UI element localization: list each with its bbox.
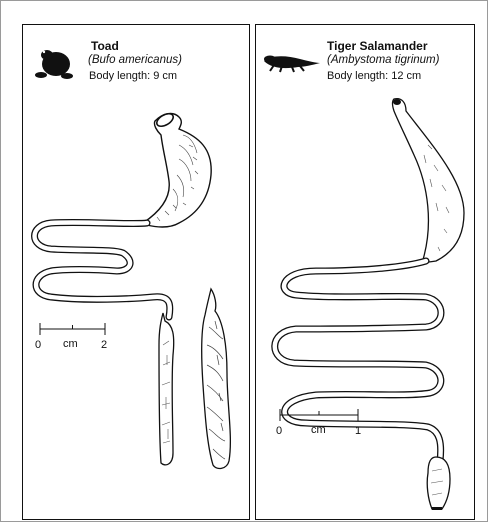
salamander-gut-illustration	[256, 25, 474, 519]
salamander-scale-unit: cm	[311, 424, 326, 436]
salamander-title: Tiger Salamander	[327, 39, 428, 53]
salamander-scientific-name: (Ambystoma tigrinum)	[327, 53, 439, 67]
toad-scale-end: 2	[101, 339, 107, 351]
salamander-stomach	[393, 99, 465, 263]
salamander-large-intestine	[427, 457, 450, 509]
salamander-silhouette-icon	[264, 56, 320, 73]
toad-gut-illustration	[23, 25, 249, 519]
salamander-scale-start: 0	[276, 425, 282, 437]
toad-silhouette-icon	[35, 50, 73, 79]
salamander-scale-end: 1	[355, 425, 361, 437]
salamander-body-length: Body length: 12 cm	[327, 69, 421, 83]
toad-panel: Toad (Bufo americanus) Body length: 9 cm…	[22, 24, 250, 520]
toad-body-length: Body length: 9 cm	[89, 69, 177, 83]
toad-title: Toad	[91, 39, 119, 53]
toad-stomach	[143, 114, 211, 227]
toad-scale-start: 0	[35, 339, 41, 351]
toad-scale-unit: cm	[63, 338, 78, 350]
toad-intestine-opened	[202, 289, 231, 468]
toad-scientific-name: (Bufo americanus)	[88, 53, 182, 67]
salamander-panel: Tiger Salamander (Ambystoma tigrinum) Bo…	[255, 24, 475, 520]
toad-scale-bar	[40, 323, 105, 335]
